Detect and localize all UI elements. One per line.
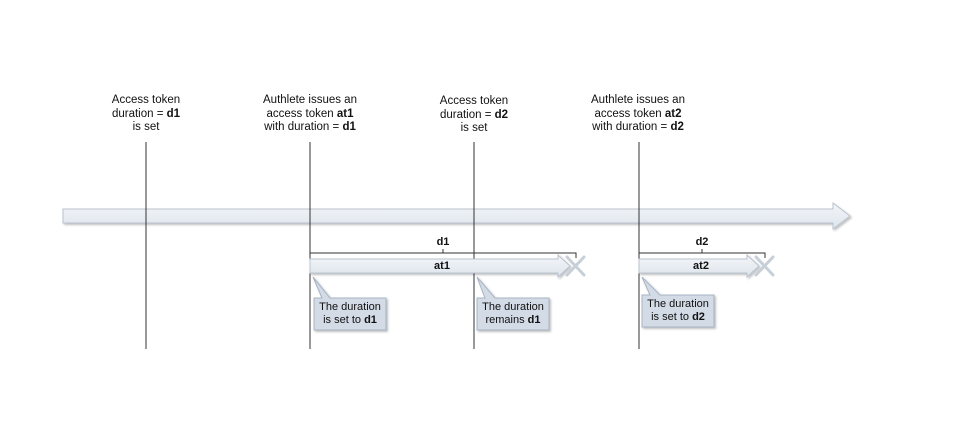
callout-box-3 bbox=[641, 276, 715, 328]
event-label-1: Access token duration = d1 is set bbox=[111, 94, 181, 133]
event-label-2: Authlete issues an access token at1 with… bbox=[263, 94, 357, 133]
expire-x-icon bbox=[754, 255, 775, 277]
token-bar-at2 bbox=[638, 253, 760, 279]
token-label-at2: at2 bbox=[693, 260, 709, 272]
main-timeline-arrow bbox=[62, 201, 851, 231]
event-label-3: Access token duration = d2 is set bbox=[439, 95, 509, 134]
duration-bracket-d2 bbox=[639, 249, 766, 258]
expire-x-icon bbox=[565, 255, 586, 277]
callout-text-3: The duration is set to d2 bbox=[647, 298, 709, 323]
token-label-at1: at1 bbox=[434, 260, 450, 272]
callout-box-1 bbox=[312, 276, 387, 331]
callout-text-1: The duration is set to d1 bbox=[319, 301, 381, 326]
callout-box-2 bbox=[476, 276, 550, 331]
callout-text-2: The duration remains d1 bbox=[482, 301, 544, 326]
duration-bracket-d1 bbox=[310, 249, 577, 258]
event-label-4: Authlete issues an access token at2 with… bbox=[591, 94, 685, 133]
duration-label-d2: d2 bbox=[695, 236, 709, 248]
token-bar-at1 bbox=[309, 253, 571, 279]
duration-label-d1: d1 bbox=[436, 236, 450, 248]
